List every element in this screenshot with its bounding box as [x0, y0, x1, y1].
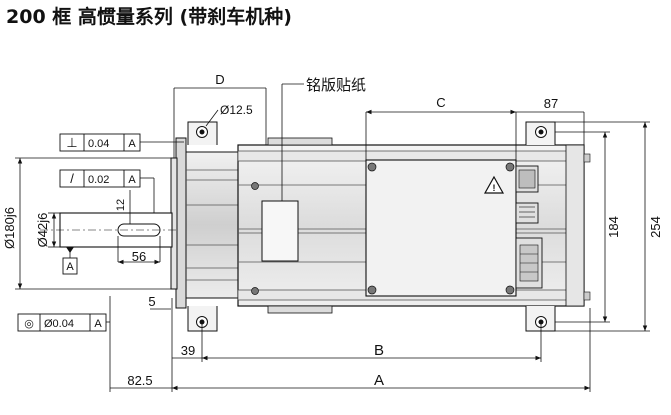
dim-shaft-dia: Ø42j6: [35, 213, 50, 248]
connectors: [515, 165, 543, 289]
dim-flange-thk: 5: [148, 294, 155, 309]
dim-254: 254: [648, 216, 663, 238]
page-title: 200 框 高惯量系列 (带刹车机种): [6, 6, 292, 28]
perp-datum: A: [128, 138, 136, 150]
dim-184: 184: [606, 216, 621, 238]
nameplate-label: 铭版贴纸: [306, 76, 366, 94]
dim-82-5: 82.5: [127, 373, 152, 388]
runout-datum: A: [128, 174, 136, 186]
front-mounting-feet: [187, 121, 218, 332]
dim-hole-dia: Ø12.5: [220, 103, 253, 117]
svg-text:!: !: [493, 183, 496, 193]
nameplate-sticker: [261, 200, 299, 262]
perpendicularity-frame: [59, 133, 141, 152]
output-shaft: [40, 212, 176, 248]
symbol-concentricity: ◎: [24, 317, 34, 330]
concentricity-frame: [17, 313, 107, 332]
dim-39: 39: [181, 343, 195, 358]
rear-mounting-feet: [525, 121, 556, 332]
brake-section: [185, 151, 239, 299]
dim-87: 87: [544, 96, 558, 111]
symbol-perpendicularity: ⊥: [66, 135, 77, 150]
conc-datum: A: [94, 318, 102, 330]
dim-d: D: [215, 72, 224, 87]
datum-label: A: [66, 261, 74, 273]
dim-key-width: 12: [115, 199, 127, 211]
runout-frame: [59, 169, 141, 188]
datum-box: [62, 257, 78, 275]
flange-plate: [170, 137, 187, 309]
dim-key-length: 56: [132, 249, 146, 264]
warning-icon: [483, 175, 505, 194]
symbol-runout: /: [70, 171, 74, 186]
dimension-lines: [15, 83, 650, 392]
conc-value: Ø0.04: [44, 318, 74, 330]
dim-a: A: [374, 372, 384, 389]
dim-b: B: [374, 342, 384, 359]
datum-triangle: [66, 247, 74, 253]
perp-value: 0.04: [88, 138, 109, 150]
dim-c: C: [436, 95, 445, 110]
terminal-box: !: [251, 159, 517, 297]
dim-pilot-dia: Ø180j6: [2, 207, 17, 249]
runout-value: 0.02: [88, 174, 109, 186]
